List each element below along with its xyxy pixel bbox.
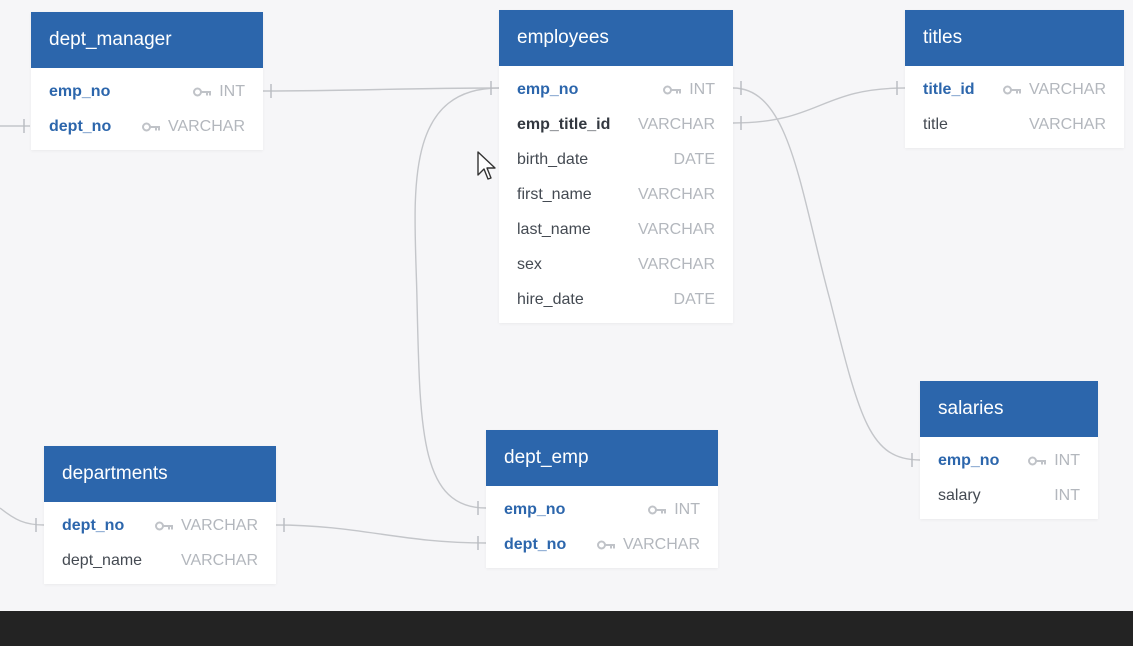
column-type: INT: [219, 82, 245, 100]
relation-employees-salaries: [732, 87, 921, 461]
relation-departments-left: [0, 507, 45, 526]
column-row[interactable]: dept_no VARCHAR: [44, 508, 276, 543]
column-name: emp_no: [504, 500, 566, 518]
column-row[interactable]: title_id VARCHAR: [905, 72, 1124, 107]
key-icon: [663, 85, 683, 95]
column-row[interactable]: birth_date DATE: [499, 142, 733, 177]
column-type: DATE: [673, 150, 715, 168]
key-icon: [648, 505, 668, 515]
column-type: VARCHAR: [637, 255, 715, 273]
table-header[interactable]: departments: [44, 446, 276, 502]
column-row[interactable]: first_name VARCHAR: [499, 177, 733, 212]
column-row[interactable]: dept_no VARCHAR: [486, 527, 718, 562]
column-row[interactable]: title VARCHAR: [905, 107, 1124, 142]
key-icon: [596, 540, 617, 550]
column-type: VARCHAR: [167, 117, 245, 135]
relation-employees-titles: [732, 87, 906, 124]
column-name: title: [923, 115, 948, 133]
column-type: INT: [689, 80, 715, 98]
column-type: INT: [1054, 451, 1080, 469]
column-row[interactable]: sex VARCHAR: [499, 247, 733, 282]
column-type: DATE: [673, 290, 715, 308]
key-icon: [141, 122, 162, 132]
relation-departments-dept-emp: [275, 524, 487, 544]
bottom-bar: [0, 611, 1133, 646]
column-row[interactable]: emp_no INT: [31, 74, 263, 109]
key-icon: [154, 521, 175, 531]
key-icon: [193, 87, 213, 97]
column-type: VARCHAR: [637, 185, 715, 203]
column-type: VARCHAR: [622, 535, 700, 553]
key-icon: [1028, 456, 1048, 466]
column-row[interactable]: last_name VARCHAR: [499, 212, 733, 247]
table-header[interactable]: dept_manager: [31, 12, 263, 68]
column-type: VARCHAR: [1028, 80, 1106, 98]
relation-dept-manager-employees: [262, 87, 500, 92]
column-type: INT: [674, 500, 700, 518]
column-name: birth_date: [517, 150, 589, 168]
table-header[interactable]: salaries: [920, 381, 1098, 437]
table-dept-manager[interactable]: dept_manager emp_no INT dept_no VARCHAR: [31, 12, 263, 150]
column-row[interactable]: hire_date DATE: [499, 282, 733, 317]
column-type: INT: [1054, 486, 1080, 504]
column-name: last_name: [517, 220, 591, 238]
column-name: emp_title_id: [517, 115, 611, 133]
column-row[interactable]: dept_name VARCHAR: [44, 543, 276, 578]
column-row[interactable]: dept_no VARCHAR: [31, 109, 263, 144]
table-dept-emp[interactable]: dept_emp emp_no INT dept_no VARCHAR: [486, 430, 718, 568]
column-name: title_id: [923, 80, 975, 98]
table-header[interactable]: dept_emp: [486, 430, 718, 486]
column-name: first_name: [517, 185, 592, 203]
column-row[interactable]: emp_no INT: [920, 443, 1098, 478]
column-name: emp_no: [517, 80, 579, 98]
column-row[interactable]: salary INT: [920, 478, 1098, 513]
column-name: dept_no: [504, 535, 567, 553]
column-name: dept_no: [62, 516, 125, 534]
column-row[interactable]: emp_no INT: [486, 492, 718, 527]
column-type: VARCHAR: [637, 220, 715, 238]
column-type: VARCHAR: [180, 516, 258, 534]
column-type: VARCHAR: [180, 551, 258, 569]
column-name: emp_no: [938, 451, 1000, 469]
key-icon: [1002, 85, 1023, 95]
column-row[interactable]: emp_no INT: [499, 72, 733, 107]
table-header[interactable]: employees: [499, 10, 733, 66]
column-name: dept_name: [62, 551, 143, 569]
column-row[interactable]: emp_title_id VARCHAR: [499, 107, 733, 142]
column-name: hire_date: [517, 290, 584, 308]
column-type: VARCHAR: [637, 115, 715, 133]
column-name: emp_no: [49, 82, 111, 100]
column-name: dept_no: [49, 117, 112, 135]
mouse-pointer-icon: [477, 151, 496, 180]
column-name: salary: [938, 486, 981, 504]
column-name: sex: [517, 255, 542, 273]
table-header[interactable]: titles: [905, 10, 1124, 66]
column-type: VARCHAR: [1028, 115, 1106, 133]
